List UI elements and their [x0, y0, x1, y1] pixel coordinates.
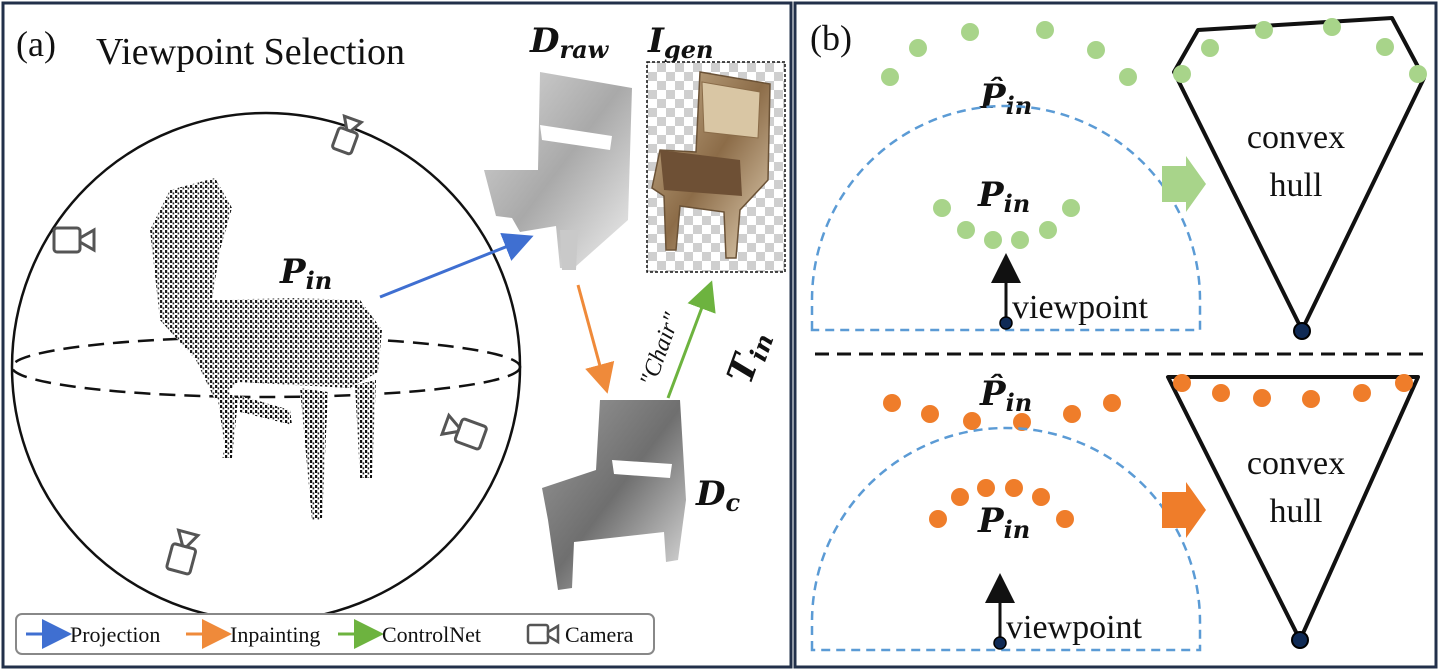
legend-camera-icon: [526, 623, 560, 645]
legend-projection-label: Projection: [70, 622, 160, 647]
d-raw-label: Draw: [529, 21, 610, 64]
panel-b-tag: (b): [810, 18, 852, 58]
point-cloud-chair: [150, 178, 382, 520]
p-in-points-bottom: [929, 479, 1074, 528]
p-hat-label-bottom: P̂in: [979, 373, 1032, 417]
viewpoint-dot-top: [999, 316, 1013, 330]
panel-a-border: [1, 1, 793, 669]
controlnet-arrow: [666, 280, 716, 399]
hull-label-bottom-line1: convex: [1247, 445, 1345, 482]
top-example: P̂in Pin viewpoint convex hull: [810, 16, 1427, 340]
hull-viewpoint-dot-bottom: [1291, 631, 1309, 649]
prompt-text: "Chair": [635, 309, 686, 390]
p-in-label-bottom: Pin: [977, 501, 1030, 544]
camera-icon: [52, 226, 96, 254]
viewpoint-label-bottom: viewpoint: [1006, 609, 1143, 646]
legend-camera-label: Camera: [565, 622, 634, 647]
p-in-label-top: Pin: [977, 175, 1030, 218]
viewpoint-dot-bottom: [993, 636, 1007, 650]
convex-hull-top: [1172, 16, 1426, 332]
visible-region-bottom: [810, 426, 1202, 652]
legend-controlnet-label: ControlNet: [382, 622, 481, 647]
camera-icon: [331, 113, 365, 156]
right-arrow-icon: [1162, 482, 1206, 538]
depth-completed-image: [542, 400, 686, 590]
inpainting-arrow: [576, 284, 615, 394]
panel-a-tag: (a): [16, 24, 56, 64]
hull-label-top-line2: hull: [1270, 167, 1323, 204]
hull-points-top: [1173, 18, 1427, 83]
t-in-label: Tin: [719, 325, 780, 391]
convex-hull-bottom: [1166, 375, 1420, 642]
depth-raw-image: [484, 72, 632, 270]
generated-image: [646, 61, 786, 273]
right-arrow-icon: [1162, 156, 1206, 212]
d-c-label: Dc: [695, 474, 740, 517]
projection-arrow: [379, 232, 534, 299]
panel-b-border: [793, 1, 1438, 669]
hull-viewpoint-dot-top: [1293, 322, 1311, 340]
i-gen-label: Igen: [647, 21, 713, 64]
p-hat-points-top: [881, 21, 1137, 86]
camera-icon: [165, 528, 201, 576]
camera-icon: [439, 412, 488, 451]
panel-a-title: Viewpoint Selection: [96, 31, 405, 73]
p-in-points-top: [933, 199, 1080, 249]
p-in-label-a: Pin: [279, 252, 332, 295]
hull-label-bottom-line2: hull: [1270, 493, 1323, 530]
p-hat-label-top: P̂in: [979, 76, 1032, 120]
bottom-example: P̂in Pin viewpoint convex hull: [810, 373, 1420, 652]
hull-points-bottom: [1173, 374, 1413, 408]
legend-inpainting-label: Inpainting: [230, 622, 320, 647]
p-hat-points-bottom: [883, 394, 1121, 431]
legend: Projection Inpainting ControlNet Camera: [15, 613, 655, 655]
hull-label-top-line1: convex: [1247, 119, 1345, 156]
visible-region-top: [810, 104, 1202, 332]
viewpoint-label-top: viewpoint: [1012, 289, 1149, 326]
